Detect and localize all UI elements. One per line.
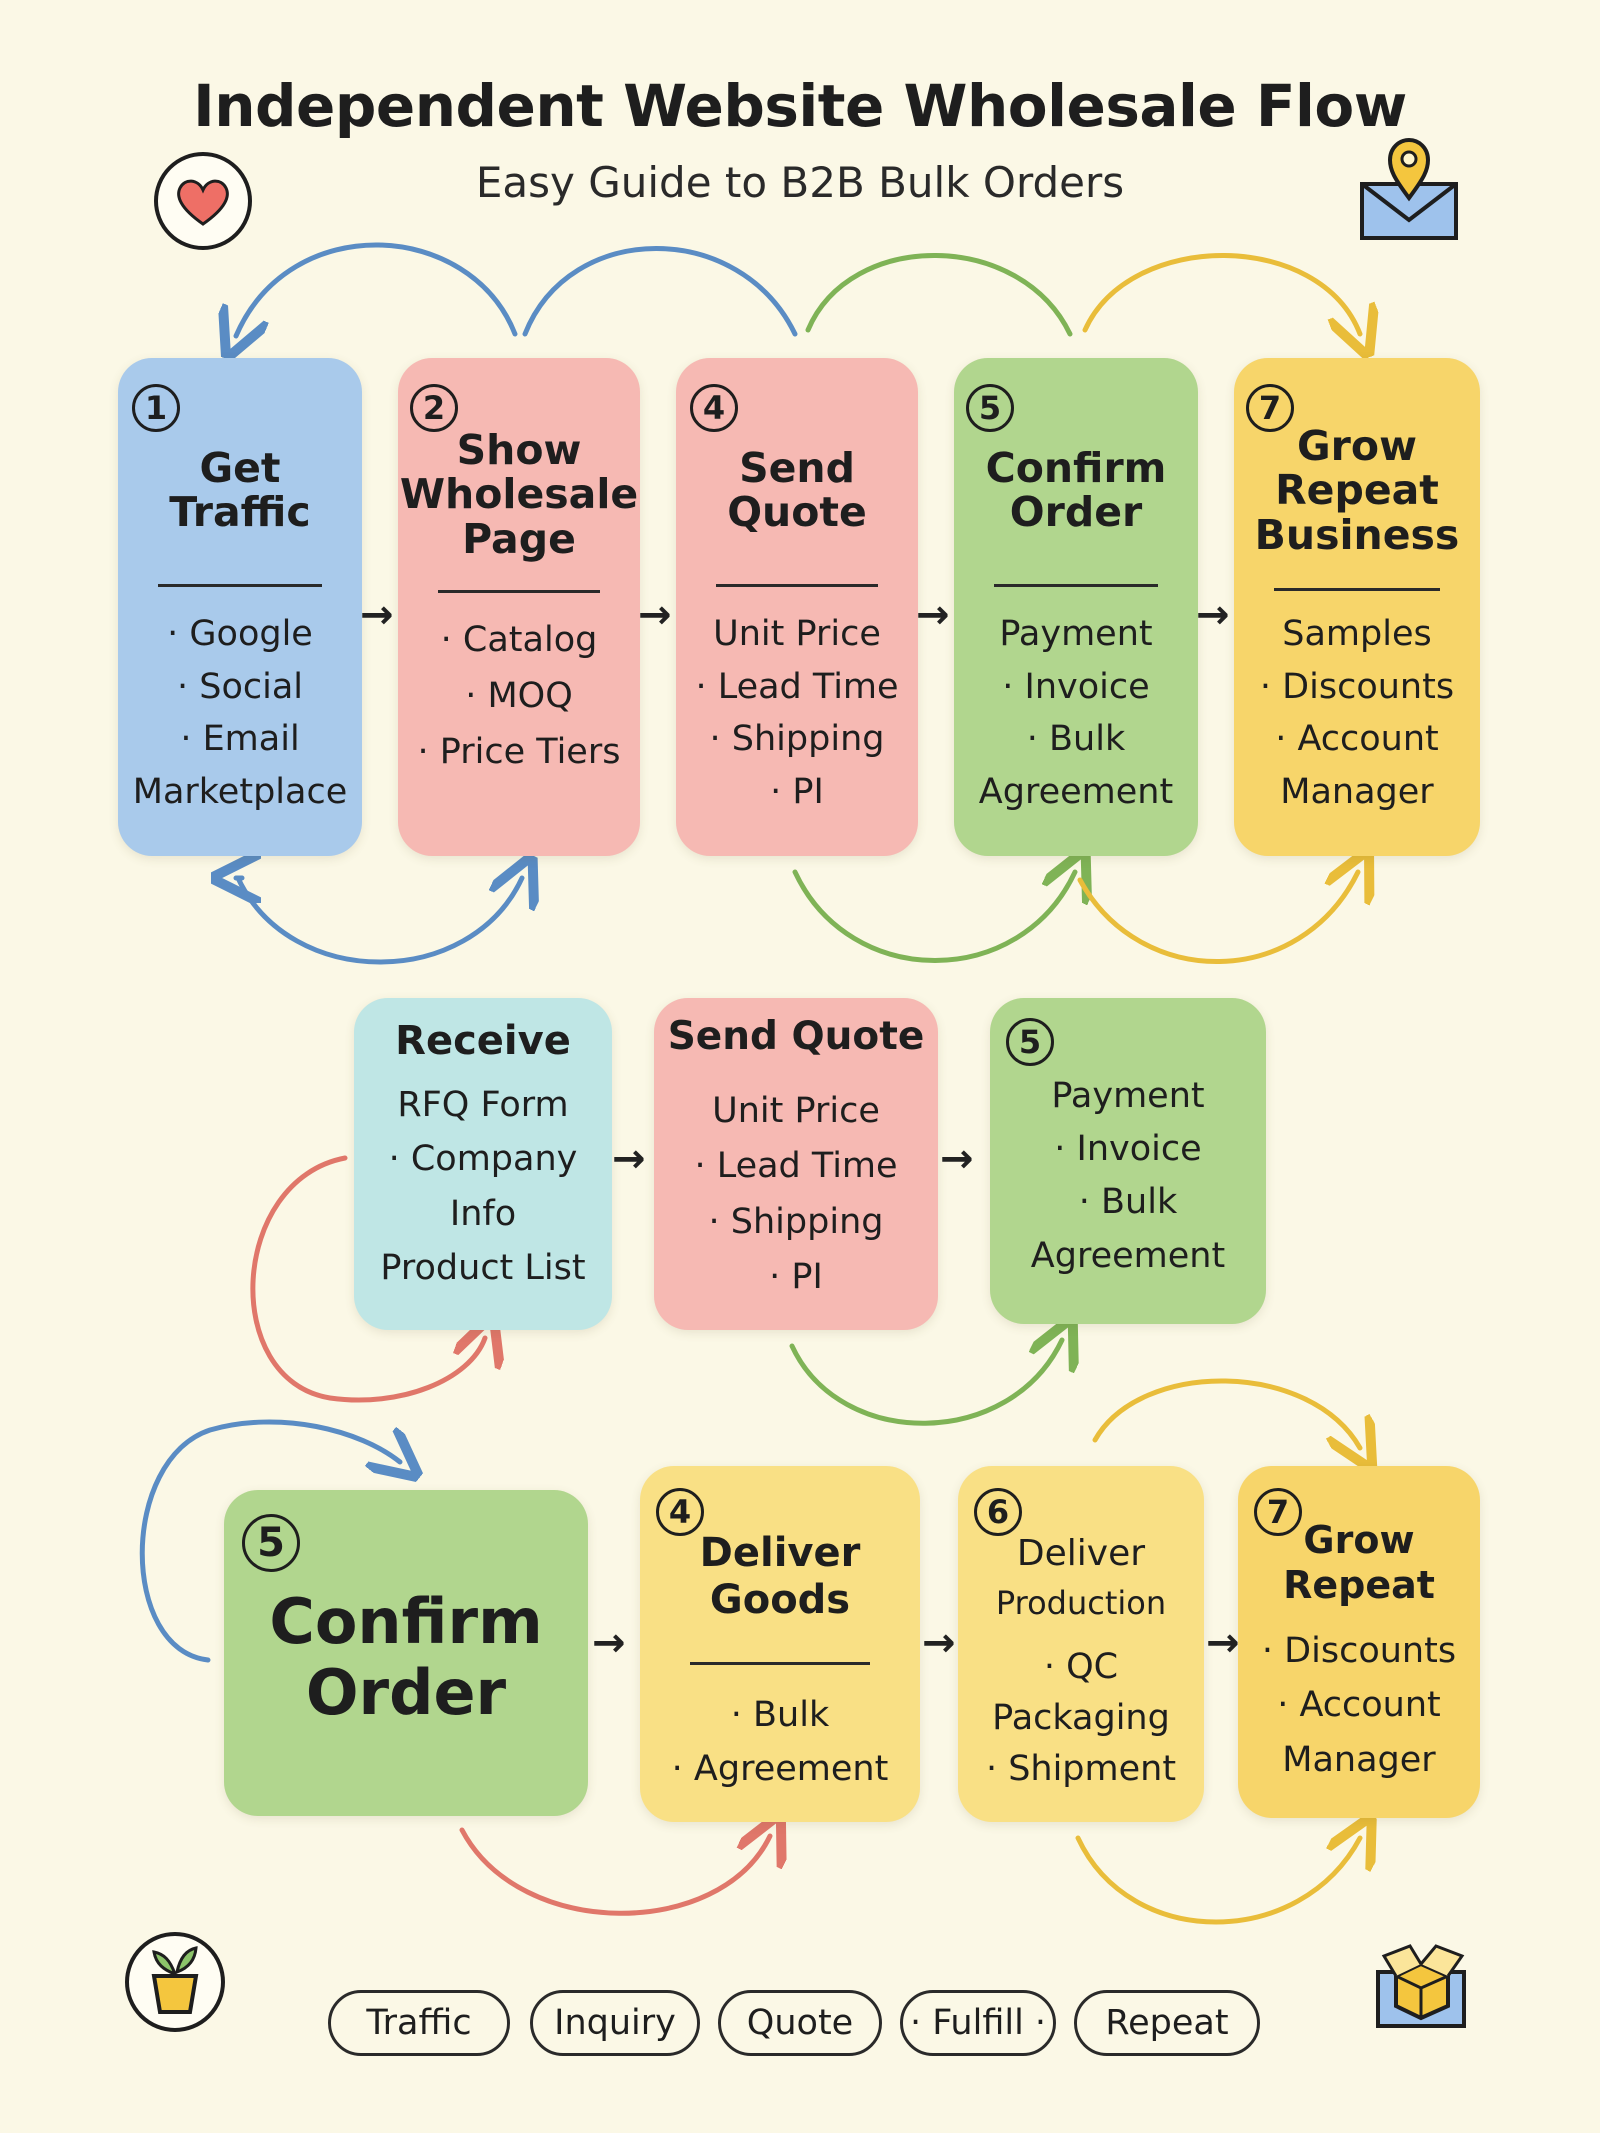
location-pin-envelope-icon [1360, 137, 1458, 240]
flow-arrow: → [592, 1620, 626, 1666]
stage-pill-quote: Quote [718, 1990, 882, 2056]
step-items: Unit Price · Lead Time · Shipping · PI [695, 614, 899, 812]
step-title: Get Traffic [169, 444, 311, 537]
step-card-payment: 5 Payment · Invoice · Bulk Agreement [990, 998, 1266, 1324]
arc-mid-1 [235, 878, 522, 965]
stage-pill-inquiry: Inquiry [530, 1990, 700, 2056]
step-card-confirm-order-large: 5 Confirm Order [224, 1490, 588, 1816]
step-number: 6 [974, 1488, 1022, 1536]
arc-row2-green [789, 1340, 1062, 1426]
step-items: · QC Packaging · Shipment [985, 1647, 1177, 1789]
arc-top-2 [522, 246, 798, 337]
stage-pill-repeat: Repeat [1074, 1990, 1260, 2056]
step-card-confirm-order: 5 Confirm Order Payment · Invoice · Bulk… [954, 358, 1198, 856]
potted-plant-icon [125, 1932, 225, 2032]
step-items: · Bulk · Agreement [671, 1695, 889, 1790]
step-title: Send Quote [727, 444, 867, 537]
step-card-grow-repeat-business: 7 Grow Repeat Business Samples · Discoun… [1234, 358, 1480, 856]
step-card-show-wholesale-page: 2 Show Wholesale Page · Catalog · MOQ · … [398, 358, 640, 856]
flow-arrow: → [1196, 592, 1230, 638]
flow-arrow: → [612, 1136, 646, 1182]
step-number: 7 [1246, 384, 1294, 432]
open-box-icon [1376, 1944, 1466, 2028]
step-card-receive: Receive RFQ Form · Company Info Product … [354, 998, 612, 1330]
flow-arrow: → [360, 592, 394, 638]
step-title: Deliver Production [995, 1533, 1167, 1623]
step-number: 5 [242, 1514, 300, 1572]
divider [994, 584, 1158, 587]
step-title: Grow Repeat [1283, 1518, 1435, 1607]
step-title: Confirm Order [269, 1585, 543, 1730]
step-card-deliver-production: 6 Deliver Production · QC Packaging · Sh… [958, 1466, 1204, 1822]
arc-bottom-2 [1075, 1838, 1360, 1925]
divider [1274, 588, 1440, 591]
arc-bottom-1 [459, 1830, 770, 1916]
step-number: 7 [1254, 1488, 1302, 1536]
arc-top-3 [805, 253, 1073, 337]
step-card-grow-repeat: 7 Grow Repeat · Discounts · Account Mana… [1238, 1466, 1480, 1818]
step-title: Deliver Goods [699, 1530, 861, 1624]
stage-pill-traffic: Traffic [328, 1990, 510, 2056]
step-title: Send Quote [667, 1014, 925, 1059]
step-items: Payment · Invoice · Bulk Agreement [978, 614, 1174, 812]
step-title: Confirm Order [985, 444, 1167, 537]
step-items: Samples · Discounts · Account Manager [1259, 614, 1455, 812]
step-number: 4 [656, 1488, 704, 1536]
step-card-send-quote-2: Send Quote Unit Price · Lead Time · Ship… [654, 998, 938, 1330]
arc-row3-blue-loop [139, 1419, 400, 1663]
step-number: 4 [690, 384, 738, 432]
step-items: RFQ Form · Company Info Product List [380, 1085, 586, 1288]
flow-arrow: → [916, 592, 950, 638]
step-card-deliver-goods: 4 Deliver Goods · Bulk · Agreement [640, 1466, 920, 1822]
arc-top-4 [1082, 253, 1360, 334]
flow-arrow: → [1206, 1620, 1240, 1666]
step-card-get-traffic: 1 Get Traffic · Google · Social · Email … [118, 358, 362, 856]
step-items: · Catalog · MOQ · Price Tiers [417, 620, 621, 772]
arc-row2-yellow [1092, 1378, 1360, 1448]
flow-arrow: → [638, 592, 672, 638]
step-number: 5 [1006, 1018, 1054, 1066]
step-items: · Google · Social · Email Marketplace [132, 614, 348, 812]
flow-arrow: → [940, 1136, 974, 1182]
arc-mid-3 [1077, 872, 1358, 964]
step-card-send-quote: 4 Send Quote Unit Price · Lead Time · Sh… [676, 358, 918, 856]
step-title: Show Wholesale Page [399, 426, 639, 563]
arc-row2-loop [250, 1155, 485, 1403]
step-title: Grow Repeat Business [1254, 422, 1460, 559]
divider [438, 590, 600, 593]
step-items: Payment · Invoice · Bulk Agreement [1030, 1076, 1226, 1276]
divider [690, 1662, 870, 1665]
step-items: · Discounts · Account Manager [1261, 1631, 1457, 1780]
page-subtitle: Easy Guide to B2B Bulk Orders [475, 158, 1125, 207]
step-number: 1 [132, 384, 180, 432]
divider [716, 584, 878, 587]
step-items: Unit Price · Lead Time · Shipping · PI [694, 1091, 898, 1297]
step-title: Receive [395, 1018, 571, 1064]
flow-arrow: → [922, 1620, 956, 1666]
arc-mid-2 [792, 872, 1075, 963]
page-title: Independent Website Wholesale Flow [193, 72, 1407, 140]
step-number: 5 [966, 384, 1014, 432]
stage-pill-fulfill: · Fulfill · [900, 1990, 1056, 2056]
step-number: 2 [410, 384, 458, 432]
arc-top-1 [236, 242, 518, 336]
heart-icon [154, 152, 252, 250]
divider [158, 584, 322, 587]
